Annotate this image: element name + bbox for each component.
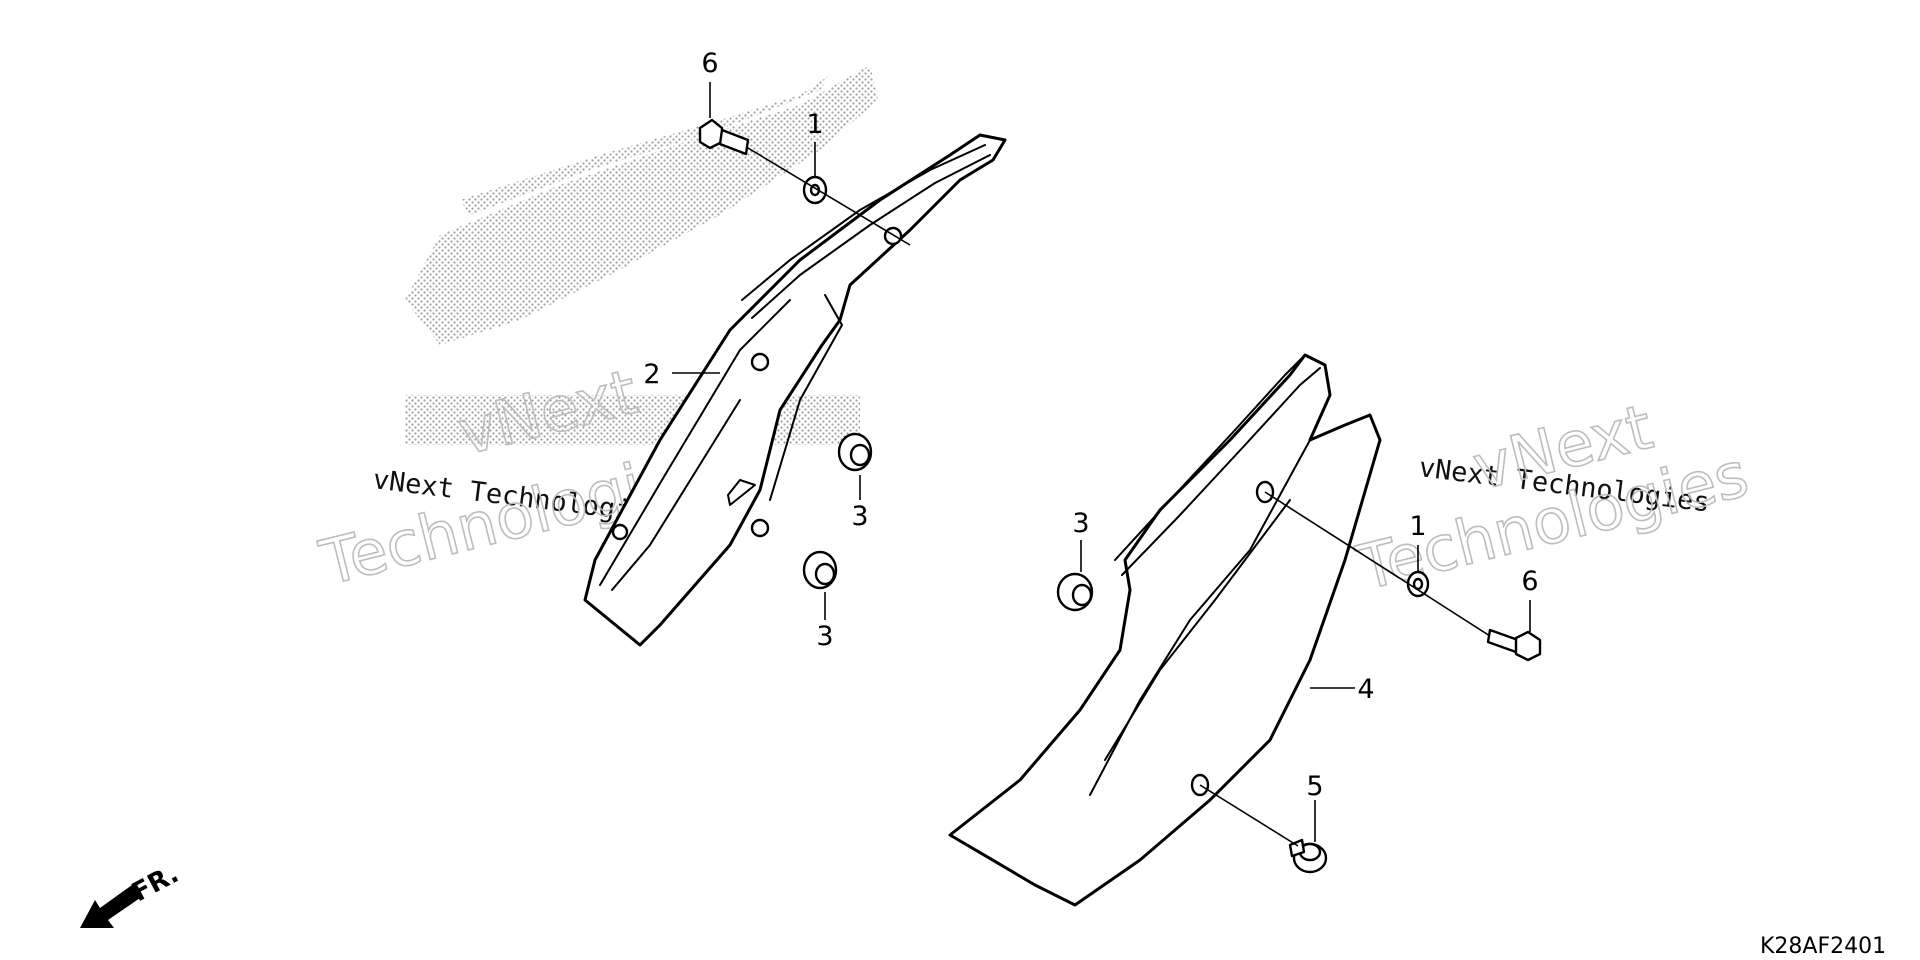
- front-direction-indicator: FR.: [80, 859, 184, 928]
- leader-lines: [672, 82, 1531, 847]
- grommet-upper-left: [837, 432, 873, 472]
- callout-3-upper-left: 3: [851, 501, 868, 532]
- callout-5: 5: [1306, 771, 1323, 802]
- bolt-5: [1288, 838, 1328, 874]
- part-4-right-side-cover: [948, 353, 1382, 907]
- watermark-vnext-left: vNext: [451, 355, 644, 470]
- diagram-code: K28AF2401: [1760, 934, 1886, 959]
- callout-2: 2: [643, 359, 660, 390]
- callout-3-right: 3: [1072, 508, 1089, 539]
- grommet-lower-left: [802, 550, 838, 590]
- front-arrow-icon: [80, 885, 140, 928]
- callout-4: 4: [1357, 674, 1374, 705]
- bolt-right: [1486, 628, 1542, 662]
- callout-6-right: 6: [1521, 566, 1538, 597]
- bolt-left: [698, 118, 750, 156]
- callout-numbers: 6 1 2 3 3 3 1 6 4 5: [643, 48, 1538, 802]
- watermark-right: vNext Technologies vNext Technologies: [1349, 389, 1756, 605]
- callout-3-lower-left: 3: [816, 621, 833, 652]
- part-2-left-side-cover: [583, 133, 1007, 647]
- callout-1-right: 1: [1409, 511, 1426, 542]
- callout-1-left: 1: [806, 109, 823, 140]
- hardware: [698, 118, 1542, 874]
- grommet-right: [1056, 572, 1094, 612]
- callout-6-left: 6: [701, 48, 718, 79]
